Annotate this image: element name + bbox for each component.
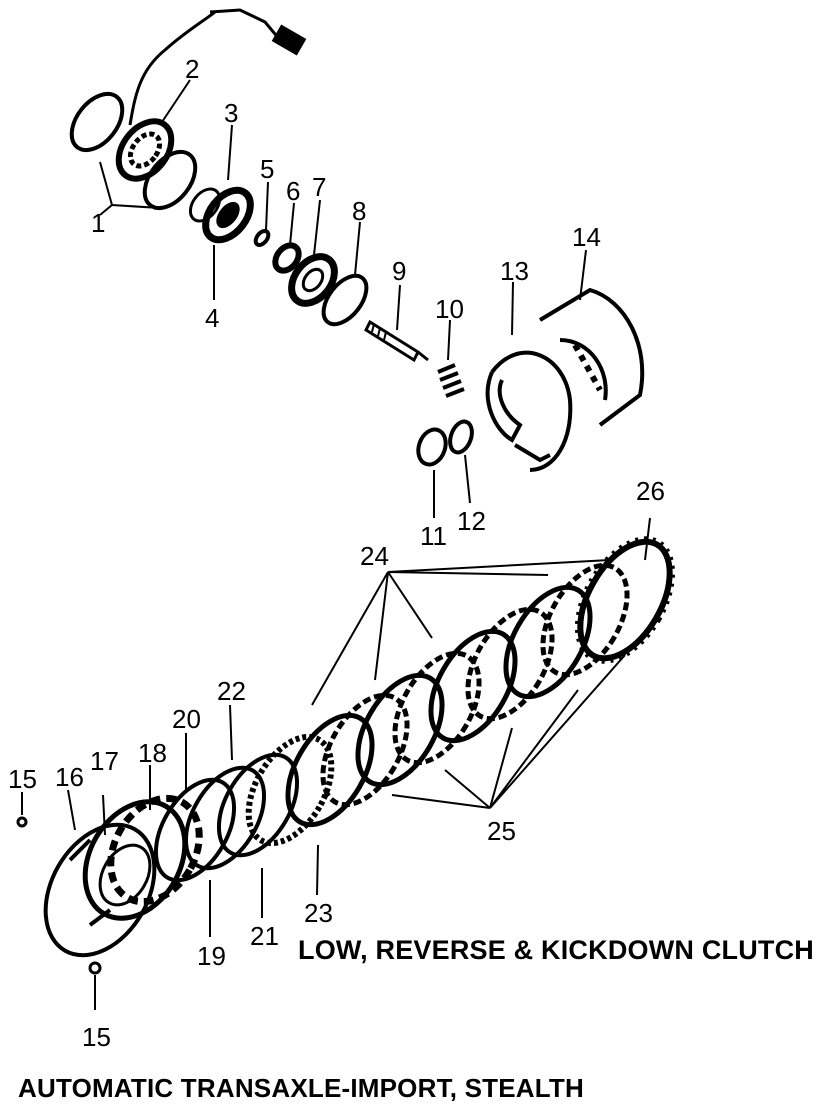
- leader-lines: [21, 79, 651, 1010]
- callout-4: 4: [205, 303, 219, 333]
- shaft-part-9: [364, 319, 429, 363]
- seal-rings-part-1: [69, 91, 198, 211]
- page-caption: AUTOMATIC TRANSAXLE-IMPORT, STEALTH: [18, 1073, 584, 1103]
- callout-12: 12: [457, 506, 486, 536]
- section-caption: LOW, REVERSE & KICKDOWN CLUTCH: [298, 935, 814, 965]
- callout-25: 25: [487, 816, 516, 846]
- clutch-plates-part-24-25: [285, 562, 630, 828]
- callout-11: 11: [420, 521, 447, 551]
- washers-part-11-12: [416, 419, 474, 467]
- callout-2: 2: [185, 54, 199, 84]
- pressure-plate-part-26: [574, 536, 676, 664]
- clutch-housing-part-16-17-18: [43, 794, 203, 958]
- snap-ring-part-8: [321, 273, 369, 327]
- callout-1: 1: [91, 208, 105, 238]
- callout-17: 17: [90, 746, 119, 776]
- callout-23: 23: [304, 898, 333, 928]
- sensor-wire-assembly: [128, 8, 307, 126]
- callout-18: 18: [138, 738, 167, 768]
- callout-15-top: 15: [8, 764, 37, 794]
- screws-part-15: [16, 816, 102, 975]
- callout-15-bottom: 15: [82, 1022, 111, 1052]
- callout-10: 10: [435, 294, 464, 324]
- callout-labels: 1 2 3 4 5 6 7 8 9 10 11 12 13 14 15 15 1…: [8, 54, 665, 1052]
- callout-21: 21: [250, 921, 279, 951]
- callout-6: 6: [286, 176, 300, 206]
- callout-13: 13: [500, 256, 529, 286]
- piston-rings-part-19-20-21-22: [153, 733, 335, 883]
- callout-24: 24: [360, 541, 389, 571]
- callout-7: 7: [312, 172, 326, 202]
- callout-3: 3: [224, 98, 238, 128]
- callout-8: 8: [352, 196, 366, 226]
- bearing-part-2: [115, 118, 175, 182]
- callout-5: 5: [260, 154, 274, 184]
- spring-part-10: [437, 363, 465, 398]
- callout-19: 19: [197, 941, 226, 971]
- callout-22: 22: [217, 676, 246, 706]
- hub-part-3-4: [188, 186, 254, 244]
- callout-16: 16: [55, 762, 84, 792]
- band-and-drum-part-13-14: [485, 287, 645, 472]
- callout-9: 9: [392, 256, 406, 286]
- small-parts-5-6-7: [253, 228, 338, 307]
- callout-20: 20: [172, 704, 201, 734]
- callout-26: 26: [636, 476, 665, 506]
- callout-14: 14: [572, 222, 601, 252]
